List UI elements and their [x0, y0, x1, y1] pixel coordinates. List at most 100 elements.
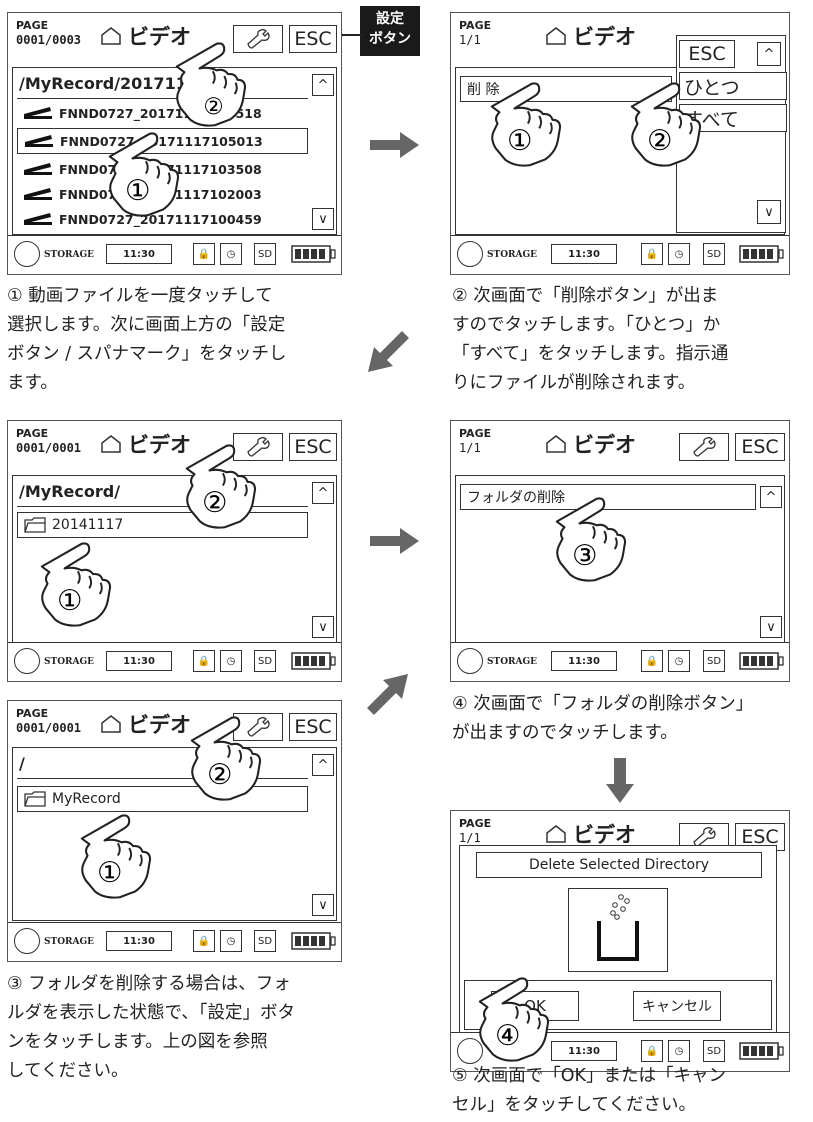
wrench-icon [247, 29, 270, 49]
wrench-icon [693, 437, 716, 457]
status-bar: STORAGE 11:30 🔒 ◷ SD [8, 235, 341, 274]
delete-button[interactable]: 削 除 [460, 76, 672, 102]
arrow-up-right-icon [367, 674, 408, 715]
list-item[interactable]: FNND0727_20171117102003 [17, 181, 308, 207]
header: PAGE 0001/0001 ビデオ ESC [8, 421, 341, 473]
scroll-up-button[interactable]: ^ [760, 486, 782, 508]
settings-button[interactable] [679, 433, 729, 461]
settings-button[interactable] [233, 25, 283, 53]
storage-indicator-icon [14, 928, 40, 954]
home-icon[interactable] [545, 824, 567, 844]
scroll-down-button[interactable]: ∨ [312, 894, 334, 916]
scroll-down-button[interactable]: ∨ [760, 616, 782, 638]
sd-card-label: SD [254, 930, 276, 952]
scroll-up-button[interactable]: ^ [757, 42, 781, 66]
folder-item[interactable]: MyRecord [17, 786, 308, 812]
folder-icon [24, 517, 46, 533]
file-list-panel: /MyRecord/20171117 FNND0727_201711171105… [12, 67, 337, 235]
caption-step-3: ③ フォルダを削除する場合は、フォ ルダを表示した状態で、「設定」ボタ ンをタッ… [7, 974, 296, 1081]
storage-indicator-icon [14, 648, 40, 674]
time-display: 11:30 [551, 651, 617, 671]
header: PAGE 0001/0001 ビデオ ESC [8, 701, 341, 753]
clock-icon: ◷ [220, 243, 242, 265]
esc-button[interactable]: ESC [289, 713, 337, 741]
esc-button[interactable]: ESC [289, 433, 337, 461]
header: PAGE 1/1 ビデオ [459, 19, 636, 51]
arrow-down-icon [606, 758, 634, 803]
lock-icon: 🔒 [193, 650, 215, 672]
video-file-icon [24, 213, 52, 225]
settings-button[interactable] [233, 713, 283, 741]
settings-button[interactable] [233, 433, 283, 461]
battery-icon [291, 245, 336, 263]
scroll-up-button[interactable]: ^ [312, 754, 334, 776]
dialog-title: Delete Selected Directory [476, 852, 762, 878]
scroll-up-button[interactable]: ^ [312, 482, 334, 504]
lock-icon: 🔒 [193, 243, 215, 265]
page-label: PAGE [16, 19, 49, 32]
delete-folder-button[interactable]: フォルダの削除 [460, 484, 756, 510]
screen-4-root-list: PAGE 0001/0001 ビデオ ESC / MyRecord ^ ∨ ST… [7, 700, 342, 962]
lock-icon: 🔒 [641, 1040, 663, 1062]
status-bar: STORAGE 11:30 🔒 ◷ SD [451, 235, 789, 274]
ok-button[interactable]: OK [491, 991, 579, 1021]
storage-indicator-icon [457, 241, 483, 267]
status-bar: STORAGE 11:30 🔒 ◷ SD [451, 642, 789, 681]
caption-step-4: ④ 次画面で「フォルダの削除ボタン」 が出ますのでタッチします。 [452, 694, 754, 743]
list-item[interactable]: FNND0727_20171117103508 [17, 156, 308, 182]
clock-icon: ◷ [668, 1040, 690, 1062]
time-display: 11:30 [551, 244, 617, 264]
app-title: ビデオ [100, 429, 191, 459]
scroll-down-button[interactable]: ∨ [312, 208, 334, 230]
popup-esc-button[interactable]: ESC [679, 40, 735, 68]
esc-button[interactable]: ESC [735, 433, 785, 461]
list-item[interactable]: FNND0727_20171117100459 [17, 206, 308, 232]
esc-button[interactable]: ESC [289, 25, 337, 53]
status-bar: 11:30 🔒 ◷ SD [451, 1032, 789, 1071]
folder-item[interactable]: 20141117 [17, 512, 308, 538]
lock-icon: 🔒 [193, 930, 215, 952]
lock-icon: 🔒 [641, 243, 663, 265]
folder-list-panel: / MyRecord ^ ∨ [12, 747, 337, 921]
battery-icon [739, 652, 784, 670]
delete-one-button[interactable]: ひとつ [679, 72, 787, 100]
delete-options-popup: ESC ^ ひとつ すべて ∨ [676, 35, 787, 233]
time-display: 11:30 [106, 931, 172, 951]
screen-5-folder-delete: PAGE 1/1 ビデオ ESC フォルダの削除 ^ ∨ STORAGE 11:… [450, 420, 790, 682]
page-number: 0001/0003 [16, 33, 82, 47]
video-file-icon [24, 188, 52, 200]
folder-list-panel: /MyRecord/ 20141117 ^ ∨ [12, 475, 337, 643]
time-display: 11:30 [106, 651, 172, 671]
scroll-up-button[interactable]: ^ [312, 74, 334, 96]
battery-icon [291, 652, 336, 670]
video-file-icon [25, 135, 53, 147]
status-bar: STORAGE 11:30 🔒 ◷ SD [8, 642, 341, 681]
clock-icon: ◷ [668, 650, 690, 672]
app-title: ビデオ [545, 21, 636, 51]
home-icon[interactable] [100, 434, 122, 454]
home-icon[interactable] [100, 26, 122, 46]
storage-indicator-icon [14, 241, 40, 267]
home-icon[interactable] [545, 434, 567, 454]
video-file-icon [24, 107, 52, 119]
screen-3-folder-list: PAGE 0001/0001 ビデオ ESC /MyRecord/ 201411… [7, 420, 342, 682]
delete-all-button[interactable]: すべて [679, 104, 787, 132]
home-icon[interactable] [545, 26, 567, 46]
home-icon[interactable] [100, 714, 122, 734]
screen-1-file-list: PAGE 0001/0003 ビデオ ESC /MyRecord/2017111… [7, 12, 342, 275]
scroll-down-button[interactable]: ∨ [757, 200, 781, 224]
storage-indicator-icon [457, 1038, 483, 1064]
folder-icon [24, 791, 46, 807]
clock-icon: ◷ [668, 243, 690, 265]
sd-card-label: SD [254, 243, 276, 265]
list-item-selected[interactable]: FNND0727_20171117105013 [17, 128, 308, 154]
caption-step-2: ② 次画面で「削除ボタン」が出ま すのでタッチします。「ひとつ」か 「すべて」を… [452, 286, 729, 393]
cancel-button[interactable]: キャンセル [633, 991, 721, 1021]
scroll-down-button[interactable]: ∨ [312, 616, 334, 638]
wrench-icon [247, 717, 270, 737]
header: PAGE 1/1 ビデオ ESC [451, 421, 789, 473]
delete-directory-dialog: Delete Selected Directory OK キャンセル [459, 845, 777, 1033]
list-item[interactable]: FNND0727_20171117110518 [17, 100, 308, 126]
sd-card-label: SD [703, 650, 725, 672]
header: PAGE 0001/0003 ビデオ ESC [8, 13, 341, 65]
